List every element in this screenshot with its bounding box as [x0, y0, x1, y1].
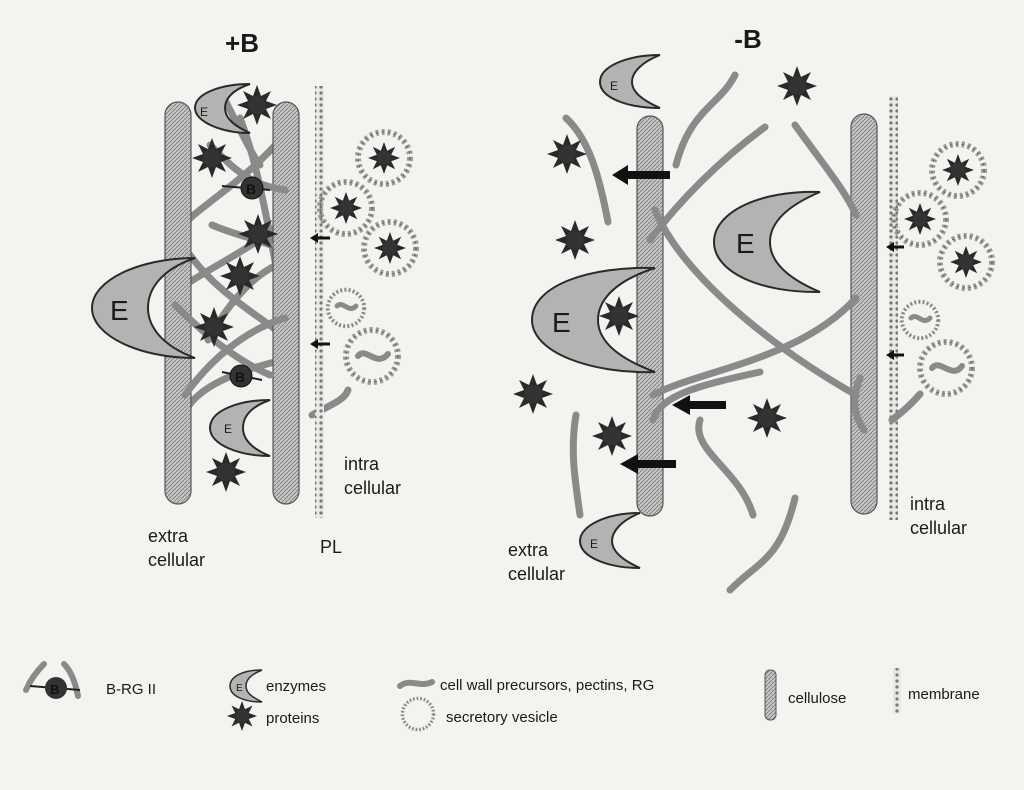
svg-text:E: E: [552, 307, 571, 338]
legend-enzymes-label: enzymes: [266, 678, 326, 695]
enzyme-small: E: [193, 83, 251, 134]
legend-precursors: cell wall precursors, pectins, RG: [397, 677, 654, 694]
protein-icon: [599, 296, 639, 336]
plus-membrane-label: PL: [320, 537, 342, 557]
protein-icon: [206, 452, 246, 492]
legend-proteins: proteins: [227, 701, 319, 731]
protein-icon: [220, 256, 260, 296]
vesicle-with-precursor: [328, 290, 364, 326]
minus-intra-label-2: cellular: [910, 518, 967, 538]
svg-text:B: B: [246, 181, 256, 197]
svg-text:E: E: [110, 295, 129, 326]
plasma-membrane: [315, 86, 324, 518]
enzyme-small: E: [208, 399, 271, 457]
legend-b-rg-ii-label: B-RG II: [106, 681, 156, 698]
enzyme-small: E: [598, 54, 661, 109]
secretion-arrow: [310, 339, 330, 349]
protein-icon: [238, 214, 278, 254]
vesicle-with-precursor: [920, 342, 972, 394]
svg-text:E: E: [610, 79, 618, 93]
protein-icon: [555, 220, 595, 260]
plasma-membrane: [889, 96, 898, 520]
legend-precursors-label: cell wall precursors, pectins, RG: [440, 677, 654, 694]
svg-text:E: E: [736, 228, 755, 259]
protein-icon: [777, 66, 817, 106]
plus-intra-label-2: cellular: [344, 478, 401, 498]
panel-minus-title: -B: [734, 24, 761, 54]
legend-enzymes: E enzymes: [229, 669, 326, 703]
legend-vesicle-label: secretory vesicle: [446, 709, 558, 726]
vesicle-with-precursor: [902, 302, 938, 338]
svg-text:B: B: [50, 682, 59, 697]
minus-pectin-fibers: [562, 71, 924, 594]
vesicle-with-protein: [894, 193, 946, 245]
legend-membrane-label: membrane: [908, 686, 980, 703]
secretion-arrow: [886, 350, 904, 360]
minus-intra-label-1: intra: [910, 494, 946, 514]
legend: B B-RG II E enzymes proteins cell wall p…: [23, 661, 980, 732]
enzyme-large: E: [712, 190, 821, 294]
secretion-arrow: [310, 233, 330, 243]
enzyme-large: E: [90, 257, 196, 359]
secretion-arrow: [886, 242, 904, 252]
secretion-arrow: [612, 165, 670, 185]
svg-text:E: E: [590, 537, 598, 551]
svg-text:B: B: [235, 369, 245, 385]
protein-icon: [237, 85, 277, 125]
enzyme-small: E: [578, 512, 641, 569]
plus-extra-label-1: extra: [148, 526, 189, 546]
legend-membrane: membrane: [893, 668, 980, 714]
protein-icon: [194, 307, 234, 347]
vesicle-with-protein: [932, 144, 984, 196]
panel-plus-b: E E E B B: [90, 83, 416, 570]
cellulose-fiber: [850, 113, 878, 515]
vesicle-with-protein: [940, 236, 992, 288]
svg-text:E: E: [236, 683, 243, 694]
legend-b-rg-ii: B B-RG II: [23, 661, 156, 699]
legend-proteins-label: proteins: [266, 710, 319, 727]
legend-cellulose: cellulose: [764, 669, 846, 721]
vesicle-with-protein: [320, 182, 372, 234]
protein-icon: [192, 138, 232, 178]
minus-extra-label-1: extra: [508, 540, 549, 560]
minus-extra-label-2: cellular: [508, 564, 565, 584]
panel-plus-title: +B: [225, 28, 259, 58]
legend-cellulose-label: cellulose: [788, 690, 846, 707]
vesicle-with-protein: [358, 132, 410, 184]
cellulose-fiber: [164, 101, 192, 505]
enzyme-large: E: [530, 266, 656, 374]
panel-minus-b: E E E E: [508, 54, 992, 594]
svg-text:E: E: [200, 105, 208, 119]
svg-text:E: E: [224, 422, 232, 436]
secretion-arrow: [620, 454, 676, 474]
b-rg-ii-complex: B: [221, 364, 263, 388]
vesicle-with-protein: [364, 222, 416, 274]
secretion-arrow: [672, 395, 726, 415]
cellulose-fiber: [272, 101, 300, 505]
b-rg-ii-complex: B: [221, 176, 271, 200]
protein-icon: [513, 374, 553, 414]
protein-icon: [592, 416, 632, 456]
protein-icon: [547, 134, 587, 174]
vesicle-with-precursor: [346, 330, 398, 382]
legend-vesicle: secretory vesicle: [400, 696, 558, 732]
plus-extra-label-2: cellular: [148, 550, 205, 570]
protein-icon: [747, 398, 787, 438]
plus-intra-label-1: intra: [344, 454, 380, 474]
